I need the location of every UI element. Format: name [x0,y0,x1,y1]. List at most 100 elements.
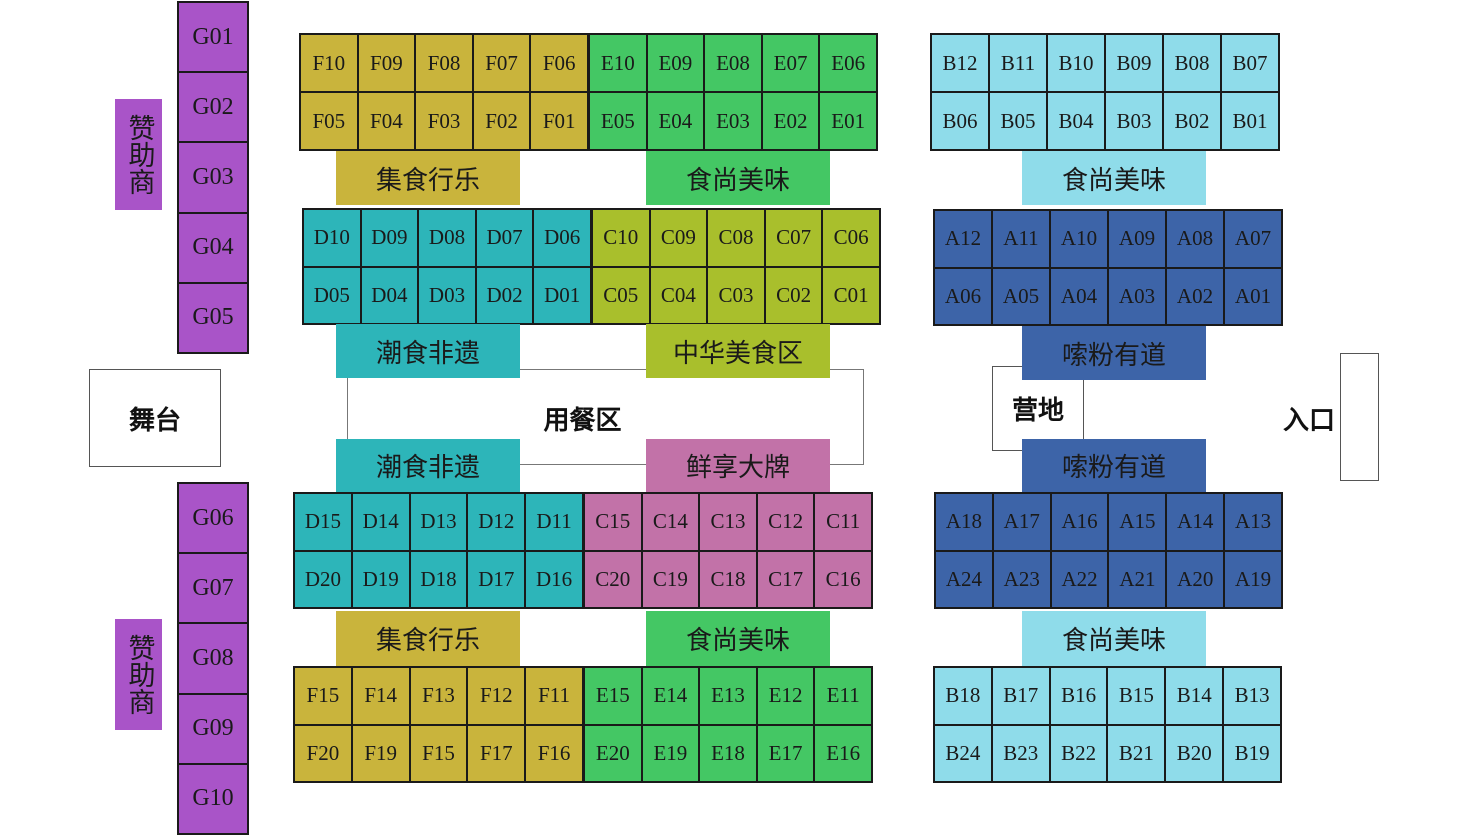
booth-cell: A09 [1108,210,1166,268]
booth-cell: D05 [303,266,361,324]
booth-cell: E09 [646,34,705,92]
booth-cell-g: G09 [178,693,248,764]
booth-cell: D16 [525,550,583,608]
booth-cell: A08 [1166,210,1224,268]
booth-cell: F08 [415,34,473,92]
booth-cell: F13 [409,667,468,725]
booth-cell: D10 [303,209,361,267]
booth-cell: C08 [707,209,765,267]
booth-cell: B11 [989,34,1047,92]
zone-label-e-bottom: 食尚美味 [646,611,830,666]
booth-cell: B08 [1163,34,1221,92]
booth-cell: D02 [475,266,534,324]
booth-cell: B20 [1165,724,1224,782]
booth-cell: A05 [992,267,1050,325]
booth-cell: E06 [819,34,877,92]
booth-cell: A01 [1224,267,1282,325]
booth-cell: D06 [533,209,591,267]
zone-label-c-top: 中华美食区 [646,324,830,378]
booth-cell: A24 [935,550,993,608]
booth-cell: A15 [1108,493,1167,551]
booth-cell: B19 [1223,724,1281,782]
booth-cell: A06 [934,267,992,325]
booth-cell: C07 [764,209,823,267]
booth-cell: D01 [533,266,591,324]
booth-cell-g: G06 [178,483,248,554]
booth-cell: E05 [589,92,647,150]
booth-cell: D09 [360,209,419,267]
booth-cell: E12 [756,667,815,725]
booth-cell: F14 [351,667,410,725]
booth-cell: A04 [1050,267,1108,325]
booth-cell: E13 [699,667,757,725]
booth-cell: E10 [589,34,647,92]
booth-cell: E02 [761,92,820,150]
booth-cell: A19 [1224,550,1282,608]
booth-cell: B15 [1107,667,1166,725]
booth-cell: B23 [991,724,1050,782]
booth-cell: C19 [641,550,700,608]
booth-cell: F15 [409,724,468,782]
booth-cell: B10 [1047,34,1105,92]
entrance-label: 入口 [1282,405,1335,436]
booth-cell: A02 [1166,267,1224,325]
booth-cell-g: G02 [178,72,248,143]
booth-cell-g: G10 [178,763,248,835]
booth-cell: C13 [699,493,757,551]
booth-cell: D17 [467,550,526,608]
booth-cell: C03 [707,266,765,324]
booth-cell: B06 [931,92,989,150]
booth-cell: A16 [1050,493,1109,551]
zone-label-b-bottom: 食尚美味 [1022,611,1206,666]
booth-cell-g: G03 [178,142,248,213]
booth-cell: C10 [592,209,650,267]
booth-cell: B12 [931,34,989,92]
booth-cell: B02 [1163,92,1221,150]
booth-cell: E20 [584,724,642,782]
booth-cell: D12 [467,493,526,551]
booth-cell-g: G08 [178,623,248,694]
booth-cell: B22 [1049,724,1108,782]
booth-cell: F19 [351,724,410,782]
booth-cell-g: G05 [178,282,248,354]
booth-cell: A23 [992,550,1051,608]
booth-cell: E17 [756,724,815,782]
booth-cell: D20 [294,550,352,608]
booth-cell: A03 [1108,267,1166,325]
booth-cell: F17 [467,724,526,782]
booth-cell-g: G01 [178,2,248,73]
booth-cell: A14 [1166,493,1225,551]
booth-cell: D19 [351,550,410,608]
booth-cell: E19 [641,724,700,782]
booth-cell: F09 [357,34,416,92]
booth-cell: C16 [814,550,872,608]
booth-cell: C12 [756,493,815,551]
booth-cell: F11 [525,667,583,725]
booth-cell: F04 [357,92,416,150]
booth-cell: D03 [418,266,476,324]
booth-cell: B03 [1105,92,1163,150]
booth-cell: F06 [530,34,588,92]
booth-cell: F01 [530,92,588,150]
booth-cell: F10 [300,34,358,92]
booth-cell: B24 [934,724,992,782]
entrance-gate [1340,353,1379,481]
booth-cell: B01 [1221,92,1279,150]
booth-cell: A17 [992,493,1051,551]
zone-label-f-bottom: 集食行乐 [336,611,520,666]
zone-label-a-top: 嗦粉有道 [1022,326,1206,380]
booth-cell: D07 [475,209,534,267]
booth-cell: A07 [1224,210,1282,268]
booth-cell: B09 [1105,34,1163,92]
booth-cell: C06 [822,209,880,267]
booth-cell: A20 [1166,550,1225,608]
